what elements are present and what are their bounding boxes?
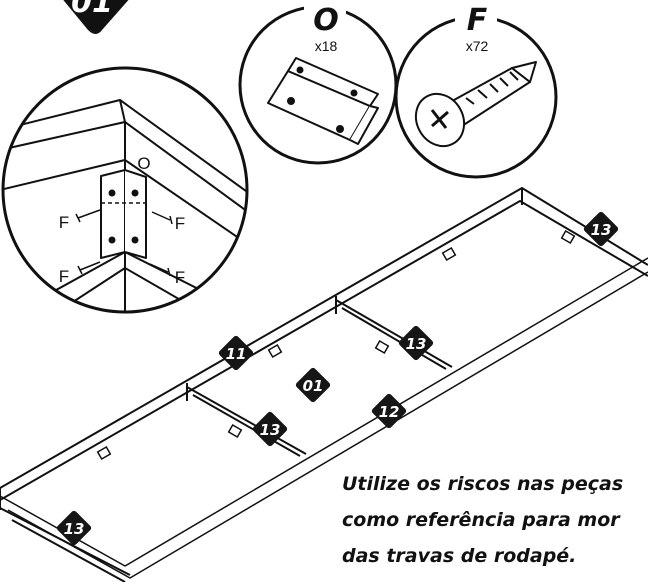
part-badge-01: 01 — [295, 367, 331, 403]
part-letter-f: F — [467, 3, 488, 38]
instruction-line-3: das travas de rodapé. — [342, 545, 577, 567]
part-badge-11: 11 — [218, 335, 254, 371]
part-callout-o: O x18 — [238, 3, 398, 165]
part-quantity-f: x72 — [466, 38, 489, 54]
badge-label-13-divider-right: 13 — [406, 335, 427, 353]
badge-label-13-bottom: 13 — [64, 520, 85, 538]
instruction-line-2: como referência para mor — [342, 509, 620, 531]
part-quantity-o: x18 — [315, 38, 338, 54]
frame-brackets — [96, 230, 576, 460]
detail-bracket-label: O — [137, 154, 150, 173]
instruction-note: Utilize os riscos nas peças como referên… — [342, 466, 648, 574]
detail-screw-label-bl: F — [59, 267, 69, 286]
badge-label-12: 12 — [379, 403, 400, 421]
detail-screws — [75, 202, 173, 277]
badge-label-01: 01 — [303, 377, 324, 395]
badge-label-13-top: 13 — [591, 221, 612, 239]
badge-label-11: 11 — [226, 345, 247, 363]
detail-screw-label-br: F — [175, 268, 185, 287]
detail-bracket — [100, 169, 147, 259]
step-number-badge: 01 — [63, 0, 129, 34]
part-badge-13-divider-left: 13 — [252, 411, 288, 447]
part-badge-13-top: 13 — [583, 211, 619, 247]
detail-screw-label-tl: F — [59, 213, 69, 232]
part-badge-13-divider-right: 13 — [398, 325, 434, 361]
divider-right — [335, 299, 453, 370]
part-callout-f: F x72 — [394, 3, 558, 179]
divider-left — [186, 386, 307, 457]
part-badge-13-bottom: 13 — [56, 510, 92, 546]
part-letter-o: O — [313, 3, 339, 38]
badge-label-13-divider-left: 13 — [260, 421, 281, 439]
part-badge-12: 12 — [371, 393, 407, 429]
detail-screw-label-tr: F — [175, 214, 185, 233]
step-number: 01 — [71, 0, 113, 20]
corner-detail-callout: O F F F F — [1, 66, 249, 314]
instruction-line-1: Utilize os riscos nas peças — [342, 473, 624, 495]
screw-icon — [414, 61, 537, 148]
angle-bracket-icon — [267, 57, 379, 145]
